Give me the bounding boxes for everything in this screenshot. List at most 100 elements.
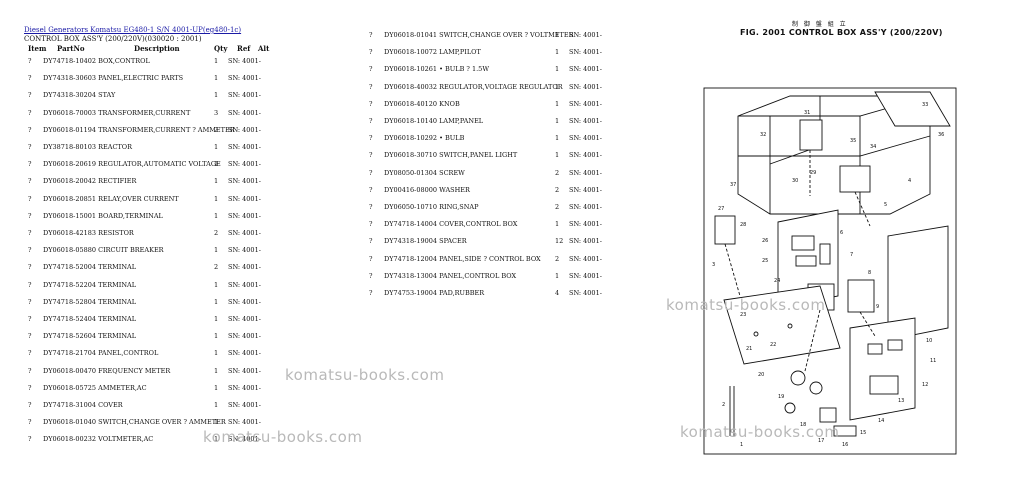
row-part-description: DY00416-08000 WASHER [384,185,470,194]
row-ref: SN: 4001- [569,185,602,194]
row-item: ? [369,117,373,125]
row-qty: 2 [214,125,219,134]
callout-number: 24 [774,278,780,284]
row-item: ? [28,401,32,409]
row-part-description: DY74718-52404 TERMINAL [43,315,137,323]
diagram-callouts: 3336343531303237272928262524232221201918… [712,102,944,448]
row-ref: SN: 4001- [569,254,602,263]
callout-number: 9 [876,304,879,310]
row-part-description: DY74718-52804 TERMINAL [43,297,137,306]
col-header-ref: Ref [237,44,251,53]
row-qty: 1 [555,220,560,229]
row-part-description: DY06018-05725 AMMETER,AC [43,383,147,392]
row-ref: SN: 4001- [228,418,261,427]
row-part-description: DY74718-21704 PANEL,CONTROL [43,349,159,358]
callout-number: 4 [908,178,911,184]
row-qty: 2 [555,254,560,263]
row-qty: 2 [555,185,560,194]
callout-number: 22 [770,342,776,348]
row-part-description: DY06018-42183 RESISTOR [43,229,134,237]
row-part-description: DY06050-10710 RING,SNAP [384,203,479,211]
row-qty: 1 [555,31,560,39]
row-item: ? [28,211,32,220]
row-item: ? [28,74,32,83]
col-header-item: Item [28,44,47,53]
row-ref: SN: 4001- [228,332,261,341]
row-part-description: DY74718-14004 COVER,CONTROL BOX [384,220,518,229]
col-header-qty: Qty [214,44,228,53]
row-ref: SN: 4001- [569,31,602,39]
callout-number: 7 [850,252,853,258]
row-item: ? [28,332,32,341]
callout-number: 6 [840,230,843,236]
row-ref: SN: 4001- [228,229,261,237]
col-header-description: Description [134,44,180,53]
row-part-description: DY06018-70003 TRANSFORMER,CURRENT [43,108,191,117]
row-part-description: DY74318-19004 SPACER [384,237,467,246]
row-ref: SN: 4001- [228,160,261,169]
callout-number: 27 [718,206,724,212]
row-item: ? [28,366,32,375]
callout-number: 2 [722,402,725,408]
row-ref: SN: 4001- [569,151,602,160]
row-qty: 1 [214,332,219,341]
row-part-description: DY06018-10140 LAMP,PANEL [384,117,484,125]
row-item: ? [369,271,373,280]
row-item: ? [369,82,373,91]
row-item: ? [28,263,32,272]
row-part-description: DY74718-10402 BOX,CONTROL [43,57,150,65]
callout-number: 26 [762,238,768,244]
row-part-description: DY06018-40032 REGULATOR,VOLTAGE REGULATO… [384,82,563,91]
row-part-description: DY74718-52204 TERMINAL [43,280,137,289]
row-qty: 1 [555,99,560,108]
row-item: ? [28,280,32,289]
row-ref: SN: 4001- [569,65,602,74]
row-qty: 1 [214,418,219,427]
row-part-description: DY06018-20851 RELAY,OVER CURRENT [43,194,179,203]
callout-number: 13 [898,398,904,404]
row-qty: 3 [214,108,219,117]
breadcrumb-link[interactable]: Diesel Generators Komatsu EG480-1 S/N 40… [24,26,242,34]
row-item: ? [369,254,373,263]
callout-number: 14 [878,418,884,424]
row-item: ? [369,151,373,160]
row-qty: 2 [555,168,560,177]
row-item: ? [28,143,32,151]
callout-number: 25 [762,258,768,264]
row-item: ? [369,289,373,297]
row-part-description: DY06018-30710 SWITCH,PANEL LIGHT [384,151,518,160]
row-ref: SN: 4001- [569,82,602,91]
callout-number: 35 [850,138,856,144]
callout-number: 3 [712,262,715,268]
breadcrumb[interactable]: Diesel Generators Komatsu EG480-1 S/N 40… [24,26,241,35]
row-item: ? [28,349,32,358]
exploded-parts-diagram: 3336343531303237272928262524232221201918… [703,87,957,455]
callout-number: 23 [740,312,746,318]
callout-number: 19 [778,394,784,400]
row-ref: SN: 4001- [228,280,261,289]
row-qty: 1 [555,117,560,125]
row-ref: SN: 4001- [228,315,261,323]
watermark: komatsu-books.com [680,423,840,441]
row-part-description: DY74718-12004 PANEL,SIDE ? CONTROL BOX [384,254,541,263]
row-qty: 1 [555,65,560,74]
row-qty: 1 [214,143,219,151]
row-part-description: DY06018-01194 TRANSFORMER,CURRENT ? AMME… [43,125,235,134]
row-qty: 1 [214,194,219,203]
callout-number: 36 [938,132,944,138]
row-ref: SN: 4001- [569,48,602,57]
row-ref: SN: 4001- [228,143,261,151]
callout-number: 16 [842,442,848,448]
row-qty: 1 [214,435,219,444]
row-ref: SN: 4001- [569,168,602,177]
row-ref: SN: 4001- [228,349,261,358]
section-subtitle: CONTROL BOX ASS'Y (200/220V)(030020 : 20… [24,35,202,43]
callout-number: 18 [800,422,806,428]
row-qty: 1 [214,57,219,65]
row-item: ? [28,57,32,65]
row-qty: 2 [214,263,219,272]
callout-number: 29 [810,170,816,176]
callout-number: 20 [758,372,764,378]
callout-number: 1 [740,442,743,448]
callout-number: 31 [804,110,810,116]
